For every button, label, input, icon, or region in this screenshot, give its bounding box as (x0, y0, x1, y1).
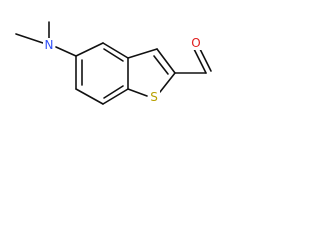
bond-c2-s (159, 72, 176, 93)
bond-s-c7a (127, 88, 148, 97)
nitrogen-label: N (45, 38, 54, 52)
oxygen-label: O (191, 36, 200, 50)
sulfur-label: S (150, 90, 158, 104)
bond-cho-double-a (193, 48, 207, 74)
bond-ring-double-1 (103, 48, 124, 62)
bond-ring-c5-c4 (75, 42, 104, 57)
chemical-structure: N S O (15, 21, 212, 105)
bond-cho-double-b (198, 46, 212, 72)
bond-ring-double-2 (103, 85, 124, 99)
bond-c3-c2-inner (153, 55, 169, 75)
bond-c3-c2 (156, 48, 176, 74)
atom-oxygen: O (190, 36, 202, 50)
bond-n-ring (55, 46, 77, 57)
bond-methyl-left (15, 33, 44, 44)
bond-ring-c4-c3a (102, 42, 129, 59)
atom-sulfur: S (148, 90, 160, 104)
atom-nitrogen: N (43, 38, 55, 52)
bond-ring-c7-c6 (75, 88, 104, 105)
bond-ring-c7a-c7 (102, 88, 129, 105)
bond-c3a-c3 (127, 48, 158, 59)
